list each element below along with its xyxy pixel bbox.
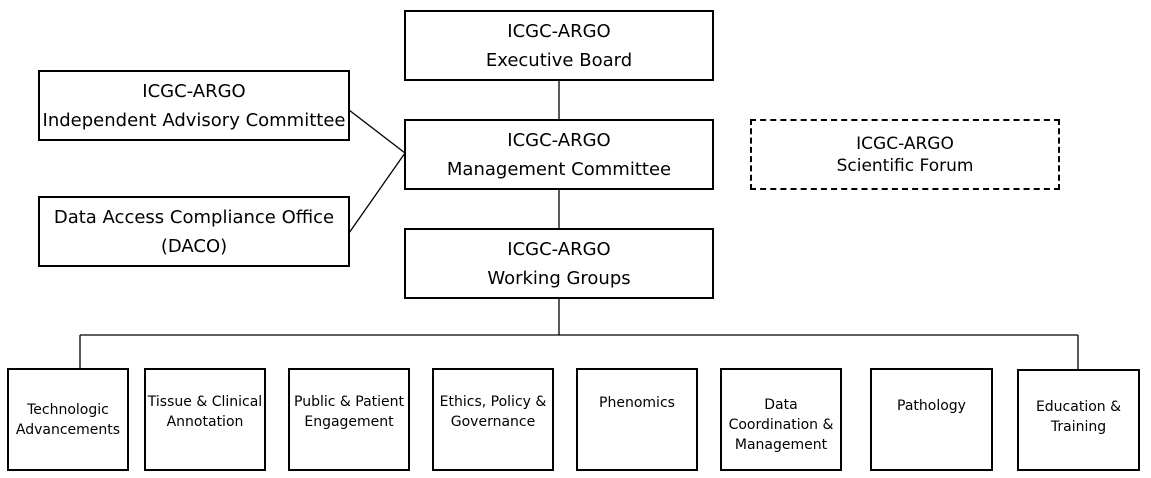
executive-board-line1: ICGC-ARGO bbox=[507, 20, 611, 42]
daco-box: Data Access Compliance Office (DACO) bbox=[38, 196, 350, 267]
daco-line1: Data Access Compliance Office bbox=[53, 206, 335, 228]
executive-board-box: ICGC-ARGO Executive Board bbox=[404, 10, 714, 81]
scientific-forum-line2: Scientific Forum bbox=[836, 155, 974, 176]
connector-daco-to-management bbox=[348, 152, 406, 234]
management-committee-line1: ICGC-ARGO bbox=[507, 129, 611, 151]
working-groups-line2: Working Groups bbox=[487, 267, 631, 289]
advisory-committee-box: ICGC-ARGO Independent Advisory Committee bbox=[38, 70, 350, 141]
group-label-line1: Public & Patient bbox=[294, 394, 404, 410]
group-label-line3: Management bbox=[734, 436, 828, 453]
group-label-line2: Engagement bbox=[304, 414, 394, 430]
group-label-line1: Pathology bbox=[897, 398, 966, 414]
group-label-line1: Data bbox=[764, 396, 798, 413]
group-label-line1: Tissue & Clinical bbox=[147, 394, 263, 410]
management-committee-box: ICGC-ARGO Management Committee bbox=[404, 119, 714, 190]
group-box-technologic-advancements: Technologic Advancements bbox=[7, 368, 129, 471]
group-box-public-patient-engagement: Public & Patient Engagement bbox=[288, 368, 410, 471]
scientific-forum-line1: ICGC-ARGO bbox=[856, 133, 954, 154]
executive-board-line2: Executive Board bbox=[485, 49, 633, 71]
group-label-line1: Education & bbox=[1035, 399, 1122, 415]
group-label-line2: Annotation bbox=[166, 414, 244, 430]
group-box-ethics-policy-governance: Ethics, Policy & Governance bbox=[432, 368, 554, 471]
group-label-line2: Coordination & bbox=[728, 416, 834, 433]
working-groups-box: ICGC-ARGO Working Groups bbox=[404, 228, 714, 299]
scientific-forum-box: ICGC-ARGO Scientific Forum bbox=[750, 119, 1060, 190]
group-label-line2: Governance bbox=[450, 414, 536, 430]
management-committee-line2: Management Committee bbox=[446, 158, 672, 180]
group-box-phenomics: Phenomics bbox=[576, 368, 698, 471]
advisory-committee-line2: Independent Advisory Committee bbox=[42, 109, 346, 131]
group-label-line1: Phenomics bbox=[599, 395, 675, 411]
group-box-education-training: Education & Training bbox=[1017, 369, 1140, 471]
group-box-data-coordination-management: Data Coordination & Management bbox=[720, 368, 842, 471]
connector-advisory-to-management bbox=[348, 109, 406, 154]
group-label-line1: Ethics, Policy & bbox=[439, 394, 547, 410]
advisory-committee-line1: ICGC-ARGO bbox=[142, 80, 246, 102]
group-box-pathology: Pathology bbox=[870, 368, 993, 471]
group-label-line2: Advancements bbox=[15, 421, 121, 438]
group-box-tissue-clinical-annotation: Tissue & Clinical Annotation bbox=[144, 368, 266, 471]
working-groups-line1: ICGC-ARGO bbox=[507, 238, 611, 260]
group-label-line2: Training bbox=[1050, 419, 1107, 435]
daco-line2: (DACO) bbox=[160, 235, 228, 257]
group-label-line1: Technologic bbox=[27, 401, 109, 418]
